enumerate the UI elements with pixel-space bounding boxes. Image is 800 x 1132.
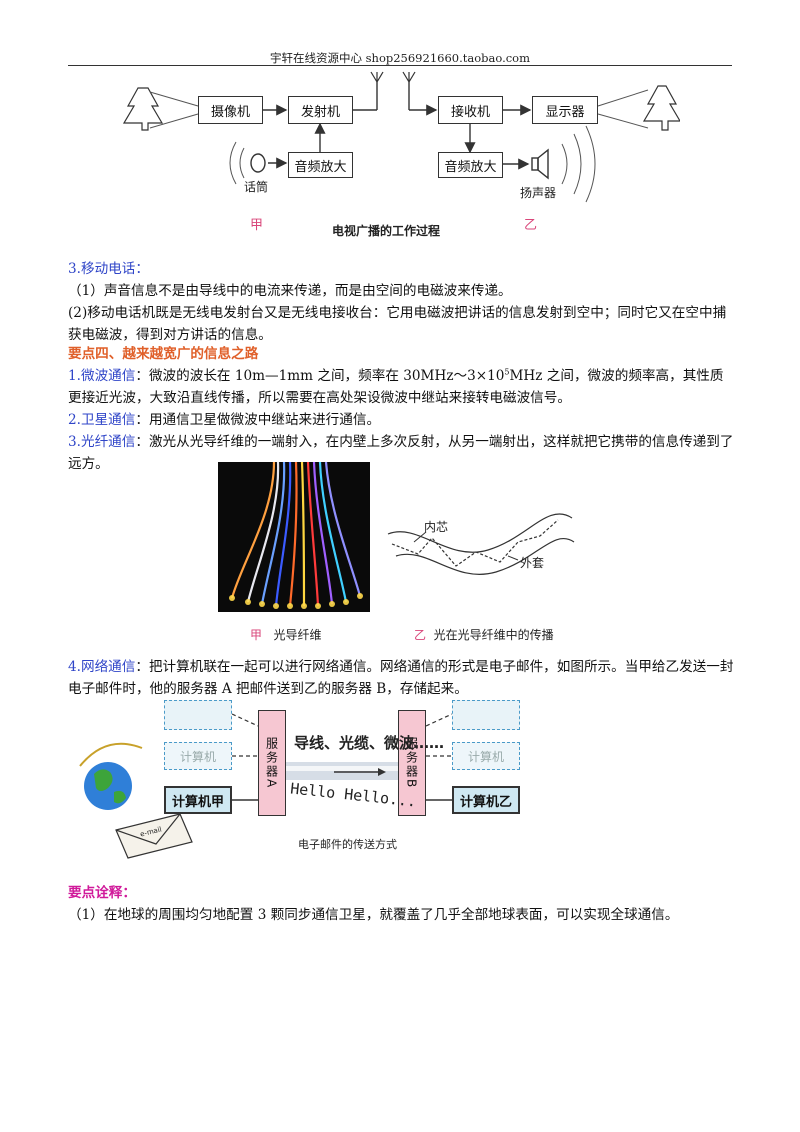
computer-a-box: 计算机甲 [164,786,232,814]
header-rule [68,65,732,66]
receiver-box: 接收机 [438,96,503,124]
fiber-bundle-photo [230,462,362,607]
server-b-box: 服务器B [398,710,426,816]
explanation-heading: 要点诠释： [68,885,136,901]
section3-p1: （1）声音信息不是由导线中的电流来传递，而是由空间的电磁波来传递。 [68,283,512,299]
computer-b-box: 计算机乙 [452,786,520,814]
email-figure-caption: 电子邮件的传送方式 [298,838,397,851]
microphone-label: 话筒 [244,180,269,194]
page-header: 宇轩在线资源中心 shop256921660.taobao.com [269,51,531,65]
globe-icon [79,742,143,810]
item2-label: 2.卫星通信 [68,412,136,428]
item3-label: 3.光纤通信 [68,434,136,450]
computer-right-top-dashed [452,700,520,730]
fiber-caption-left-text: 光导纤维 [273,628,322,642]
fiber-caption-right-mark: 乙 [414,628,427,642]
item1-sup: 5 [504,367,510,377]
microphone-icon [229,141,266,185]
speaker-icon [531,125,596,203]
label-yi: 乙 [524,218,538,233]
item1-text-a: ：微波的波长在 10m—1mm 之间，频率在 30MHz～3×10 [135,368,505,384]
tv-diagram-lines [122,71,680,203]
fiber-caption-right: 乙 光在光导纤维中的传播 [414,626,554,643]
email-figure-graphic [79,713,453,859]
tv-diagram-caption: 电视广播的工作过程 [332,224,441,238]
inner-core-label: 内芯 [424,520,449,534]
fiber-caption-right-text: 光在光导纤维中的传播 [433,628,554,642]
item4-text: ：把计算机联在一起可以进行网络通信。网络通信的形式是电子邮件，如图所示。当甲给乙… [68,659,734,697]
point4-item4: 4.网络通信：把计算机联在一起可以进行网络通信。网络通信的形式是电子邮件，如图所… [68,656,734,700]
tree-right-icon [642,85,680,131]
tree-left-icon [122,87,164,131]
camera-box: 摄像机 [198,96,263,124]
item3-text: ：激光从光导纤维的一端射入，在内壁上多次反射，从另一端射出，这样就把它携带的信息… [68,434,734,472]
section3-p2: (2)移动电话机既是无线电发射台又是无线电接收台：它用电磁波把讲话的信息发射到空… [68,305,727,343]
antenna-receive-icon [402,71,416,83]
transmitter-box: 发射机 [288,96,353,124]
tv-broadcast-diagram: 摄像机 发射机 音频放大 话筒 接收机 显示器 音频放大 扬声器 甲 乙 电视广… [120,68,680,240]
fiber-caption-left-mark: 甲 [250,628,263,642]
speaker-label: 扬声器 [520,186,557,200]
fiber-figure: 内芯 外套 甲 光导纤维 乙 光在光导纤维中的传播 [218,462,598,648]
computer-left-top-dashed [164,700,232,730]
fiber-propagation-diagram [387,513,575,575]
fiber-caption-left: 甲 光导纤维 [250,626,321,643]
antenna-transmit-icon [370,71,384,83]
point4-item1: 1.微波通信：微波的波长在 10m—1mm 之间，频率在 30MHz～3×105… [68,365,734,409]
item1-text-b: MHz 之间，微波的频率高，其性质更接近光波，大致沿直线传播，所以需要在高处架设… [68,368,724,406]
media-label: 导线、光缆、微波…… [294,734,445,752]
computer-right-mid: 计算机 [452,742,520,770]
point4-item2: 2.卫星通信：用通信卫星做微波中继站来进行通信。 [68,409,734,431]
computer-left-mid: 计算机 [164,742,232,770]
item4-label: 4.网络通信 [68,659,136,675]
explanation-p1: （1）在地球的周围均匀地配置 3 颗同步通信卫星，就覆盖了几乎全部地球表面，可以… [68,907,679,923]
point4-heading: 要点四、越来越宽广的信息之路 [68,346,259,362]
display-box: 显示器 [532,96,598,124]
audio-amp-left-box: 音频放大 [288,152,353,178]
section3-heading: 3.移动电话： [68,261,149,277]
label-jia: 甲 [250,218,264,233]
outer-sheath-label: 外套 [520,556,545,570]
envelope-icon [115,813,193,859]
item1-label: 1.微波通信 [68,368,136,384]
item2-text: ：用通信卫星做微波中继站来进行通信。 [135,412,381,428]
email-figure: 计算机 计算机甲 服务器A 服务器B 导线、光缆、微波…… Hello Hell… [72,696,612,860]
audio-amp-right-box: 音频放大 [438,152,503,178]
server-a-box: 服务器A [258,710,286,816]
fiber-figure-graphic [218,462,575,612]
point4-item3: 3.光纤通信：激光从光导纤维的一端射入，在内壁上多次反射，从另一端射出，这样就把… [68,431,734,475]
